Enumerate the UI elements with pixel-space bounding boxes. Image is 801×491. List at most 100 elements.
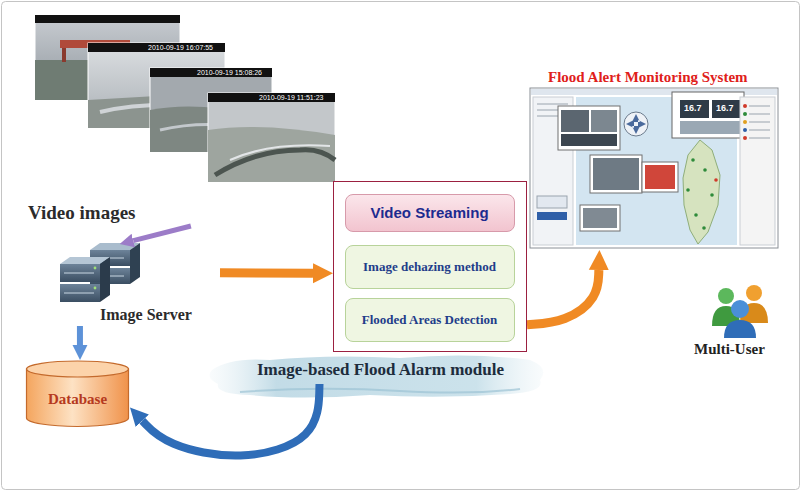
monitoring-screenshot	[714, 178, 718, 182]
monitoring-screenshot	[561, 110, 589, 132]
server-icon-drawing	[60, 243, 140, 302]
video-photos	[88, 43, 225, 52]
monitoring-screenshot	[683, 140, 720, 244]
server-icon-drawing	[64, 293, 94, 294]
monitoring-screenshot	[740, 97, 775, 245]
monitoring-screenshot	[703, 168, 707, 172]
monitoring-screenshot	[537, 104, 568, 105]
monitoring-screenshot	[749, 106, 770, 107]
server-node: Image Server	[50, 244, 220, 326]
video-photos	[208, 93, 335, 182]
gauge-value: 16.7	[716, 103, 734, 113]
monitoring-screenshot	[710, 193, 714, 197]
node-label: Flooded Areas Detection	[362, 312, 498, 328]
monitoring-screenshot	[580, 205, 620, 231]
multi-user-drawing	[731, 300, 749, 318]
video-photos	[150, 68, 272, 77]
timestamp: 2010-09-19 11:51:23	[259, 93, 323, 102]
monitoring-screenshot	[743, 104, 747, 108]
monitoring-screenshot	[591, 110, 617, 132]
video-photos	[35, 15, 335, 182]
monitoring-screenshot	[712, 100, 741, 118]
server-icon-drawing	[60, 284, 100, 302]
node-label: Database	[48, 391, 107, 408]
server-icon-drawing	[94, 287, 97, 290]
process-box: Image dehazing method	[345, 245, 515, 289]
multi-user-drawing	[712, 285, 768, 338]
process-box: Video Streaming	[345, 194, 515, 232]
timestamp: 2010-09-19 15:08:26	[197, 68, 262, 77]
monitoring-screenshot	[626, 114, 646, 134]
server-icon-drawing	[100, 257, 110, 302]
monitoring-screenshot	[702, 226, 706, 230]
connector-arrow	[77, 326, 83, 345]
server-icon-drawing	[64, 273, 94, 274]
monitoring-screenshot	[645, 165, 675, 189]
node-label: Video images	[28, 202, 135, 224]
video-photos	[208, 93, 335, 102]
cylinder-body	[27, 369, 129, 427]
monitoring-screenshot	[642, 162, 678, 192]
node-label: Multi-User	[694, 341, 765, 358]
monitoring-screenshot	[583, 208, 617, 228]
water-banner	[210, 355, 544, 397]
monitoring-screenshot	[624, 112, 648, 136]
water-banner	[240, 389, 520, 393]
timestamp: 2010-09-19 16:07:55	[148, 43, 213, 52]
monitoring-screenshot	[672, 92, 744, 138]
monitoring-screenshot	[743, 128, 747, 132]
monitoring-screenshot	[558, 106, 620, 150]
monitoring-screenshot	[749, 114, 770, 115]
gauge-value: 16.7	[684, 103, 702, 113]
cylinder-top	[27, 361, 129, 377]
module-box: Image-based Flood Alarm moduleVideo Stre…	[333, 181, 527, 352]
multi-user-drawing	[746, 285, 762, 301]
monitoring-screen: Flood Alert Monitoring System	[530, 68, 778, 250]
monitoring-screenshot	[749, 122, 770, 123]
node-label: Video Streaming	[370, 204, 488, 221]
monitoring-screenshot	[749, 138, 770, 139]
connector-arrow	[220, 268, 313, 278]
gauge-value: 16.7	[716, 103, 734, 113]
video-photos	[62, 48, 66, 62]
node-label: Image Server	[100, 306, 192, 324]
monitoring-screenshot	[680, 100, 709, 118]
video-photos	[35, 15, 180, 23]
node-label: Flood Alert Monitoring System	[548, 69, 748, 86]
timestamp: 2010-09-19 16:07:55	[148, 43, 213, 52]
timestamp: 2010-09-19 11:51:23	[259, 93, 323, 102]
connector-arrow	[142, 384, 319, 456]
monitoring-screenshot	[680, 121, 741, 134]
monitoring-screenshot	[537, 212, 567, 220]
monitoring-screenshot	[590, 155, 642, 193]
monitoring-screenshot	[743, 120, 747, 124]
process-box: Flooded Areas Detection	[345, 298, 515, 342]
monitoring-screenshot	[743, 136, 747, 140]
multi-user-drawing	[724, 320, 756, 338]
monitoring-screenshot	[749, 130, 770, 131]
monitoring-screenshot	[694, 213, 698, 217]
monitoring-screenshot	[686, 188, 690, 192]
server-icon-drawing	[60, 264, 100, 282]
video-photos	[208, 127, 335, 182]
module-title: Image-based Flood Alarm module	[228, 360, 533, 380]
video-photos	[230, 145, 330, 160]
monitoring-screenshot	[530, 88, 778, 248]
timestamp: 2010-09-19 15:08:26	[197, 68, 262, 77]
connector-arrow	[133, 226, 191, 241]
monitoring-screenshot	[537, 196, 567, 208]
gauge-value: 16.7	[684, 103, 702, 113]
monitoring-screenshot	[743, 112, 747, 116]
monitoring-screenshot	[593, 158, 639, 190]
server-icon-drawing	[130, 243, 140, 284]
water-banner	[210, 355, 544, 397]
node-label: Image dehazing method	[363, 259, 496, 275]
monitoring-screenshot	[691, 158, 695, 162]
multi-user-drawing	[718, 288, 734, 304]
user-group: Multi-User	[680, 282, 778, 360]
connector-arrow	[527, 270, 599, 325]
monitoring-screenshot	[561, 134, 617, 146]
